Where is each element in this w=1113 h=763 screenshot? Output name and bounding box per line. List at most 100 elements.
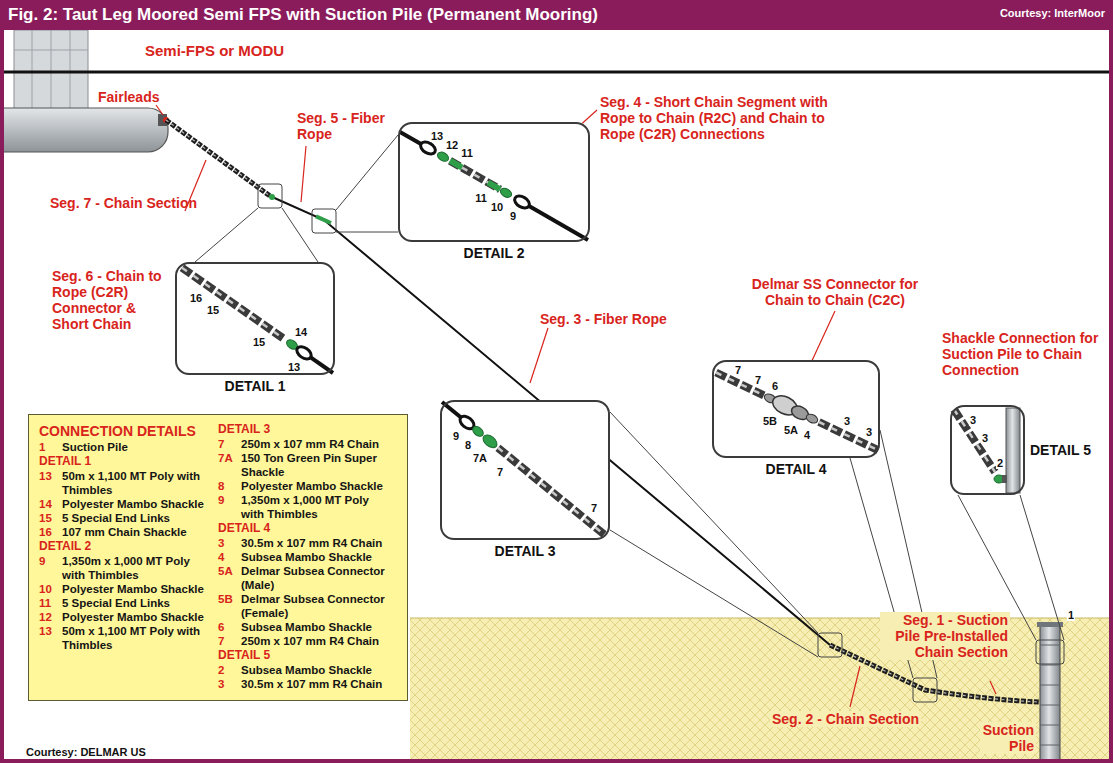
callout-number: 10 xyxy=(39,582,60,596)
thimble xyxy=(419,140,438,157)
callout-number: 9 xyxy=(509,210,517,222)
connection-details-box: CONNECTION DETAILS1Suction PileDETAIL 11… xyxy=(28,414,408,701)
label-slot: 7 xyxy=(496,462,504,480)
label-leader xyxy=(156,105,163,115)
table-heading: DETAIL 2 xyxy=(39,539,210,554)
chain xyxy=(450,161,500,190)
segment-label: Seg. 7 - Chain Section xyxy=(50,195,197,211)
end-links xyxy=(488,183,500,190)
label-slot: 16 xyxy=(189,288,203,306)
segment-label: Seg. 3 - Fiber Rope xyxy=(540,311,667,327)
detail-callout: DETAIL 3 xyxy=(440,400,610,563)
part-description: 30.5m x 107 mm R4 Chain xyxy=(241,677,389,691)
rope xyxy=(311,358,333,373)
callout-number: 7 xyxy=(754,374,762,386)
label-slot: 5B xyxy=(762,411,778,429)
label-slot: 11 xyxy=(474,188,488,206)
label-leader xyxy=(530,328,548,383)
column-lines xyxy=(14,30,88,110)
label-slot: Seg. 1 - Suction Pile Pre-Installed Chai… xyxy=(880,612,1010,660)
detail-frame xyxy=(440,400,610,540)
label-slot: Courtesy: InterMoor xyxy=(963,7,1105,20)
chain-seg-7 xyxy=(166,120,270,196)
callout-number: 3 xyxy=(865,426,873,438)
part-description: 30.5m x 107 mm R4 Chain xyxy=(241,536,389,550)
callout-number: 13 xyxy=(430,130,444,142)
label-slot: 7 xyxy=(734,360,742,378)
callout-number: 4 xyxy=(218,550,239,564)
label-slot: Seg. 5 - Fiber Rope xyxy=(297,110,389,142)
label-slot: 8 xyxy=(464,435,472,453)
label-slot: 9 xyxy=(509,206,517,224)
label-slot: 3 xyxy=(981,428,989,446)
table-heading: DETAIL 1 xyxy=(39,454,210,469)
table-heading: DETAIL 3 xyxy=(218,422,389,437)
part-description: Delmar Subsea Connector (Male) xyxy=(241,564,389,592)
detail-heading: DETAIL 3 xyxy=(495,543,556,560)
label-slot: 15 xyxy=(252,332,266,350)
label-slot: Fairleads xyxy=(98,88,159,106)
callout-number: 13 xyxy=(287,361,301,373)
detail-frame xyxy=(398,122,590,242)
label-slot: Courtesy: DELMAR US xyxy=(26,742,146,760)
c2r-connector xyxy=(269,194,275,200)
label-slot: 6 xyxy=(771,376,779,394)
callout-number: 5A xyxy=(783,424,799,436)
chain xyxy=(498,448,606,536)
callout-number: 15 xyxy=(252,336,266,348)
label-slot: 4 xyxy=(803,425,811,443)
table-column: DETAIL 37250m x 107 mm R4 Chain7A150 Ton… xyxy=(218,422,389,691)
callout-number: 14 xyxy=(39,497,60,511)
detail-callout: DETAIL 2 xyxy=(398,122,590,265)
callout-number: 9 xyxy=(39,554,60,582)
table-heading: CONNECTION DETAILS xyxy=(39,422,210,440)
part-description: 50m x 1,100 MT Poly with Thimbles xyxy=(62,624,210,652)
callout-number: 8 xyxy=(218,479,239,493)
detail-marker xyxy=(312,209,336,233)
part-description: Polyester Mambo Shackle xyxy=(62,497,210,511)
part-description: 250m x 107 mm R4 Chain xyxy=(241,437,389,451)
part-description: Subsea Mambo Shackle xyxy=(241,663,389,677)
callout-number: 6 xyxy=(771,380,779,392)
detail-ground xyxy=(712,360,880,458)
chain-links xyxy=(498,448,606,536)
callout-number: 14 xyxy=(294,326,308,338)
segment-label: Seg. 1 - Suction Pile Pre-Installed Chai… xyxy=(880,612,1010,660)
part-description: 50m x 1,100 MT Poly with Thimbles xyxy=(62,469,210,497)
rope xyxy=(400,132,421,144)
detail-heading: DETAIL 5 xyxy=(1030,442,1091,459)
callout-number: 1 xyxy=(1067,609,1075,621)
detail-ground xyxy=(398,122,590,242)
callout-number: 12 xyxy=(39,610,60,624)
rope xyxy=(442,402,461,418)
callout-number: 11 xyxy=(460,147,474,159)
detail-marker xyxy=(258,184,282,208)
detail-ground xyxy=(440,400,610,540)
connection-label: Shackle Connection for Suction Pile to C… xyxy=(942,330,1102,378)
chain-links xyxy=(450,161,500,190)
segment-label: Seg. 5 - Fiber Rope xyxy=(297,110,389,142)
detail-marker xyxy=(1036,640,1064,664)
label-slot: 11 xyxy=(460,143,474,161)
callout-number: 7 xyxy=(734,364,742,376)
part-description: 150 Ton Green Pin Super Shackle xyxy=(241,451,389,479)
detail-leader xyxy=(195,208,318,262)
label-slot: 7 xyxy=(590,498,598,516)
segment-label: Seg. 6 - Chain to Rope (C2R) Connector &… xyxy=(52,268,164,332)
hull-column xyxy=(14,30,88,110)
callout-number: 9 xyxy=(452,430,460,442)
callout-number: 2 xyxy=(996,457,1004,469)
detail-ground xyxy=(175,262,335,375)
part-description: 1,350m x 1,000 MT Poly with Thimbles xyxy=(241,493,389,521)
title-slot: Fig. 2: Taut Leg Moored Semi FPS with Su… xyxy=(8,5,598,25)
part-description: Suction Pile xyxy=(62,440,210,454)
segment-label: Seg. 2 - Chain Section xyxy=(770,711,921,727)
pile-wall xyxy=(1006,408,1020,493)
part-label: Fairleads xyxy=(98,89,159,105)
label-slot: 13 xyxy=(287,357,301,375)
label-slot: 2 xyxy=(996,453,1004,471)
callout-number: 11 xyxy=(39,596,60,610)
pontoon xyxy=(0,108,168,152)
detail-leader xyxy=(336,135,398,232)
